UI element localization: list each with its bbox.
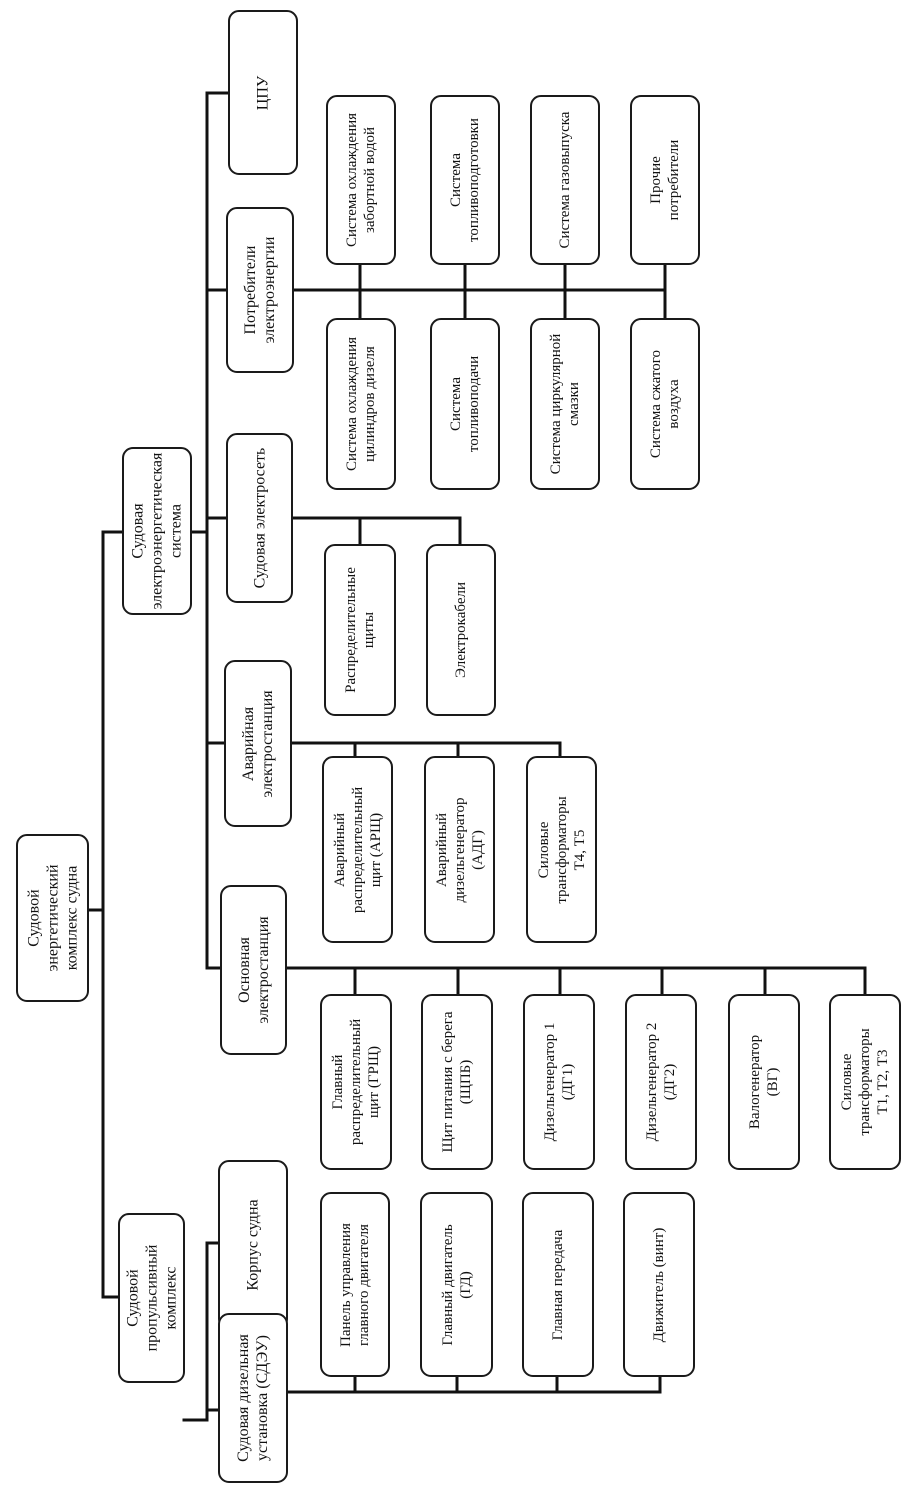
emergency-item-label: Аварийный распределительный щит (АРЩ) [331,786,384,913]
consumer-item: Система сжатого воздуха [630,318,700,490]
power-system-label: Судовая электроэнергетическая система [129,452,185,610]
consumer-item-label: Система охлаждения забортной водой [344,112,378,248]
power-system-node: Судовая электроэнергетическая система [122,447,192,615]
consumer-item: Система газовыпуска [530,95,600,265]
main-station-item: Дизельгенератор 2 (ДГ2) [625,994,697,1170]
cpu-label: ЦПУ [254,75,272,110]
main-station-item-label: Главный распределительный щит (ГРЩ) [330,1018,382,1146]
emergency-item: Аварийный дизельгенератор (АДГ) [424,756,495,943]
network-node: Судовая электросеть [226,433,293,603]
consumer-item-label: Система топливоподготовки [448,118,482,242]
main-station-item-label: Валогенератор (ВГ) [747,1034,781,1130]
propulsion-item-label: Главный двигатель (ГД) [439,1223,474,1346]
main-station-item-label: Дизельгенератор 1 (ДГ1) [542,1022,576,1142]
consumer-item-label: Система газовыпуска [557,111,573,249]
propulsion-item: Панель управления главного двигателя [320,1192,390,1377]
emergency-station-node: Аварийная электростанция [224,660,292,827]
consumer-item-label: Система охлаждения цилиндров дизеля [344,336,378,472]
diesel-plant-node: Судовая дизельная установка (СДЭУ) [218,1313,288,1483]
consumer-item: Система охлаждения забортной водой [326,95,396,265]
consumer-item-label: Система сжатого воздуха [648,349,682,459]
emergency-item: Силовые трансформаторы Т4, Т5 [526,756,597,943]
consumers-node: Потребители электроэнергии [226,207,294,373]
propulsion-item-label: Движитель (винт) [651,1227,667,1342]
propulsion-item: Главная передача [522,1192,594,1377]
main-station-item: Валогенератор (ВГ) [728,994,800,1170]
diesel-plant-label: Судовая дизельная установка (СДЭУ) [235,1334,271,1462]
root-label: Судовой энергетический комплекс судна [25,864,80,972]
main-station-item: Силовые трансформаторы Т1, Т2, Т3 [829,994,901,1170]
hull-label: Корпус судна [244,1199,262,1291]
emergency-station-label: Аварийная электростанция [240,689,276,798]
network-item-label: Электрокабели [453,582,469,678]
propulsion-item: Движитель (винт) [623,1192,695,1377]
consumer-item-label: Прочие потребители [648,139,682,221]
emergency-item-label: Силовые трансформаторы Т4, Т5 [535,795,588,904]
propulsion-item-label: Панель управления главного двигателя [338,1222,372,1347]
propulsion-complex-node: Судовой пропульсивный комплекс [118,1213,185,1383]
consumer-item: Система топливоподготовки [430,95,500,265]
consumer-item: Система охлаждения цилиндров дизеля [326,318,396,490]
network-item: Электрокабели [426,544,496,716]
network-label: Судовая электросеть [251,447,268,589]
main-station-item-label: Силовые трансформаторы Т1, Т2, Т3 [839,1028,891,1136]
propulsion-item: Главный двигатель (ГД) [420,1192,493,1377]
hull-node: Корпус судна [218,1160,288,1330]
consumer-item: Система циркулярной смазки [530,318,600,490]
consumer-item-label: Система топливоподачи [448,355,482,453]
emergency-item: Аварийный распределительный щит (АРЩ) [322,756,393,943]
main-station-item: Главный распределительный щит (ГРЩ) [320,994,392,1170]
consumer-item: Система топливоподачи [430,318,500,490]
consumer-item: Прочие потребители [630,95,700,265]
emergency-item-label: Аварийный дизельгенератор (АДГ) [433,797,486,902]
propulsion-complex-label: Судовой пропульсивный комплекс [124,1244,179,1352]
network-item: Распределительные щиты [324,544,396,716]
main-station-node: Основная электростанция [220,885,287,1055]
main-station-item-label: Дизельгенератор 2 (ДГ2) [644,1022,678,1142]
consumer-item-label: Система циркулярной смазки [548,333,582,475]
main-station-item: Дизельгенератор 1 (ДГ1) [523,994,595,1170]
main-station-item-label: Щит питания с берега (ЩПБ) [440,1011,474,1153]
cpu-node: ЦПУ [228,10,298,175]
consumers-label: Потребители электроэнергии [242,236,278,344]
root-node: Судовой энергетический комплекс судна [16,834,89,1002]
main-station-label: Основная электростанция [235,916,272,1024]
network-item-label: Распределительные щиты [343,567,377,693]
main-station-item: Щит питания с берега (ЩПБ) [421,994,493,1170]
propulsion-item-label: Главная передача [550,1229,566,1340]
